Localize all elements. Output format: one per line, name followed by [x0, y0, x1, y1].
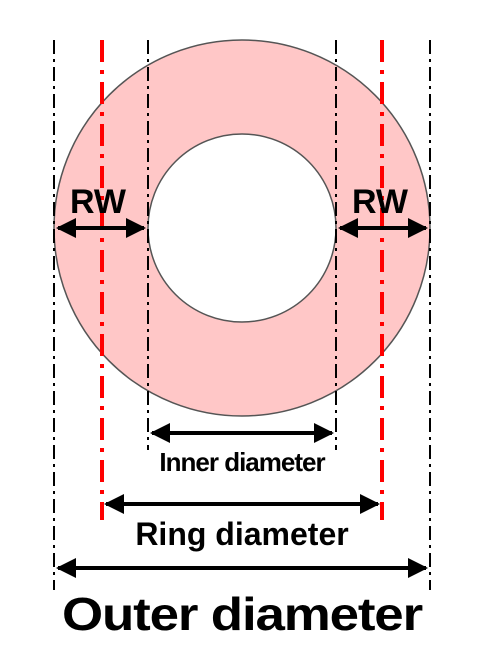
rw-right-label: RW — [352, 183, 409, 221]
inner-diameter-label: Inner diameter — [159, 447, 325, 477]
ring-centerlines — [100, 40, 384, 520]
inner-hole — [147, 133, 337, 323]
ring-diameter-label: Ring diameter — [135, 516, 348, 552]
outer-diameter-label: Outer diameter — [62, 588, 423, 640]
rw-left-label: RW — [70, 183, 127, 221]
edge-lines — [53, 40, 431, 590]
